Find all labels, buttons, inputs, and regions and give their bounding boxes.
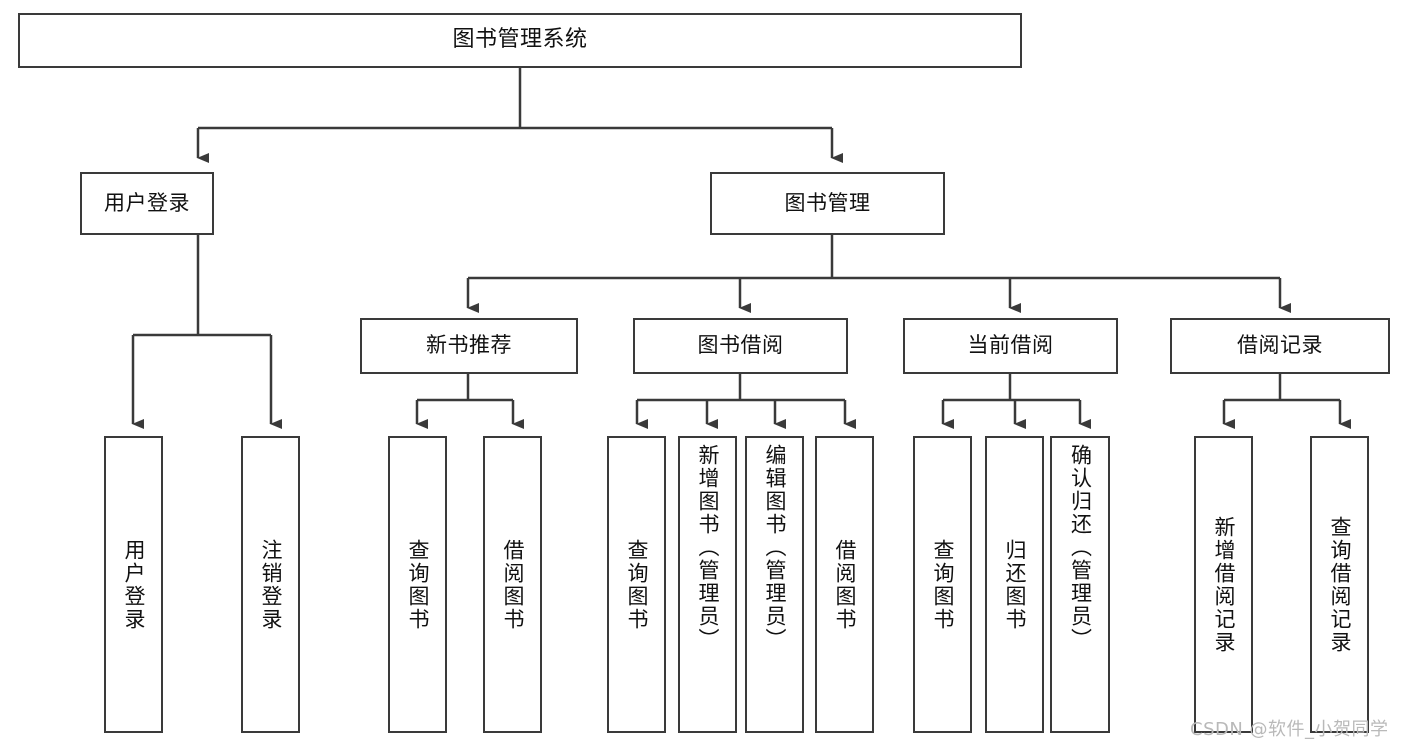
leaf-new-book-query[interactable]: 查询图书 <box>388 436 447 733</box>
node-borrowing-records[interactable]: 借阅记录 <box>1170 318 1390 374</box>
node-label: 当前借阅 <box>967 333 1054 358</box>
node-root-book-management-system[interactable]: 图书管理系统 <box>18 13 1022 68</box>
node-label: 归还图书 <box>1003 538 1027 631</box>
node-label: 新书推荐 <box>426 333 512 358</box>
node-label: 借阅图书 <box>501 538 525 631</box>
leaf-current-borrow-query[interactable]: 查询图书 <box>913 436 972 733</box>
csdn-watermark: CSDN @软件_小贺同学 <box>1190 719 1389 740</box>
node-label: 查询图书 <box>406 538 430 631</box>
node-label: 确认归还（管理员） <box>1068 444 1093 651</box>
leaf-book-borrow-query[interactable]: 查询图书 <box>607 436 666 733</box>
leaf-book-borrow-borrow[interactable]: 借阅图书 <box>815 436 874 733</box>
node-label: 图书管理 <box>784 190 871 215</box>
node-book-borrowing[interactable]: 图书借阅 <box>633 318 848 374</box>
node-label: 用户登录 <box>104 190 190 215</box>
node-label: 编辑图书（管理员） <box>763 444 787 651</box>
node-label: 借阅记录 <box>1237 333 1323 358</box>
node-book-management[interactable]: 图书管理 <box>710 172 945 235</box>
leaf-user-login-signout[interactable]: 注销登录 <box>241 436 300 733</box>
node-label: 用户登录 <box>122 538 146 631</box>
leaf-user-login-signin[interactable]: 用户登录 <box>104 436 163 733</box>
node-label: 注销登录 <box>259 538 283 631</box>
node-label: 新增图书（管理员） <box>696 444 720 651</box>
node-current-borrowing[interactable]: 当前借阅 <box>903 318 1118 374</box>
node-label: 查询图书 <box>931 538 955 631</box>
node-user-login[interactable]: 用户登录 <box>80 172 214 235</box>
node-label: 图书管理系统 <box>452 27 588 53</box>
node-label: 图书借阅 <box>697 333 784 358</box>
leaf-current-borrow-return[interactable]: 归还图书 <box>985 436 1044 733</box>
leaf-new-book-borrow[interactable]: 借阅图书 <box>483 436 542 733</box>
leaf-record-add[interactable]: 新增借阅记录 <box>1194 436 1253 733</box>
leaf-current-borrow-confirm-return-admin[interactable]: 确认归还（管理员） <box>1050 436 1110 733</box>
node-label: 借阅图书 <box>833 538 857 631</box>
leaf-record-query[interactable]: 查询借阅记录 <box>1310 436 1369 733</box>
node-label: 查询借阅记录 <box>1328 515 1352 654</box>
node-label: 查询图书 <box>625 538 649 631</box>
leaf-book-borrow-add-admin[interactable]: 新增图书（管理员） <box>678 436 737 733</box>
node-new-book-recommendation[interactable]: 新书推荐 <box>360 318 578 374</box>
leaf-book-borrow-edit-admin[interactable]: 编辑图书（管理员） <box>745 436 804 733</box>
node-label: 新增借阅记录 <box>1212 515 1236 654</box>
